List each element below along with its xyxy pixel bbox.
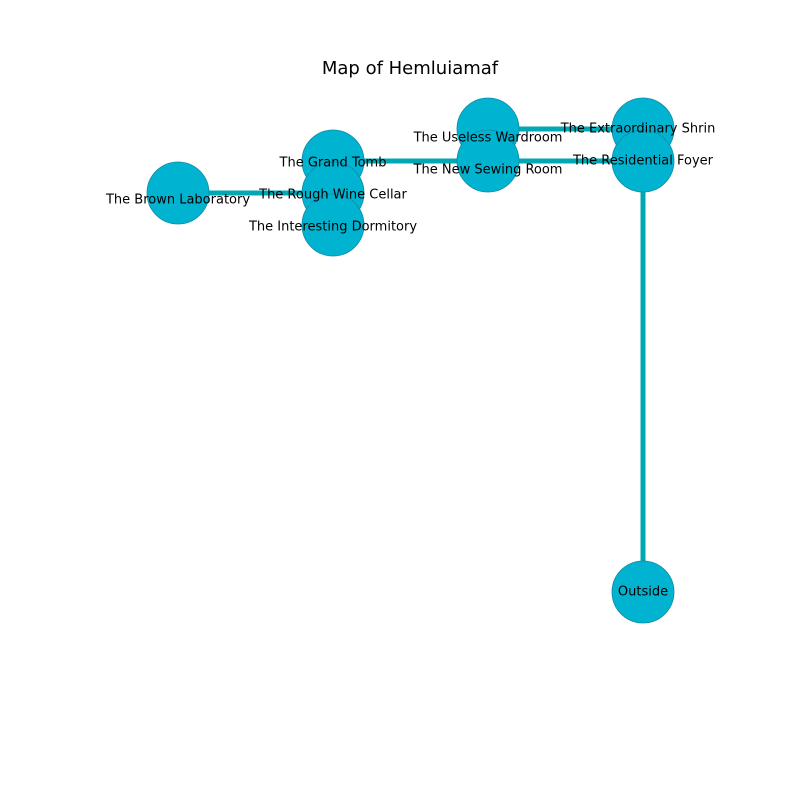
node-label-grand-tomb: The Grand Tomb (279, 156, 387, 171)
node-label-interesting-dorm: The Interesting Dormitory (248, 220, 417, 235)
node-label-residential-foyer: The Residential Foyer (572, 154, 714, 169)
nodes-layer (146, 97, 675, 624)
node-label-extraordinary-shrine: The Extraordinary Shrin (560, 122, 716, 137)
node-interesting-dorm[interactable] (301, 193, 365, 257)
node-outside[interactable] (611, 560, 675, 624)
node-label-brown-lab: The Brown Laboratory (105, 193, 250, 208)
node-label-useless-wardroom: The Useless Wardroom (413, 131, 563, 146)
node-brown-lab[interactable] (146, 161, 210, 225)
node-label-outside: Outside (618, 585, 668, 600)
map-title: Map of Hemluiamaf (322, 58, 499, 79)
node-label-new-sewing: The New Sewing Room (413, 163, 563, 178)
node-residential-foyer[interactable] (611, 129, 675, 193)
node-new-sewing[interactable] (456, 129, 520, 193)
node-label-rough-wine: The Rough Wine Cellar (258, 188, 407, 203)
